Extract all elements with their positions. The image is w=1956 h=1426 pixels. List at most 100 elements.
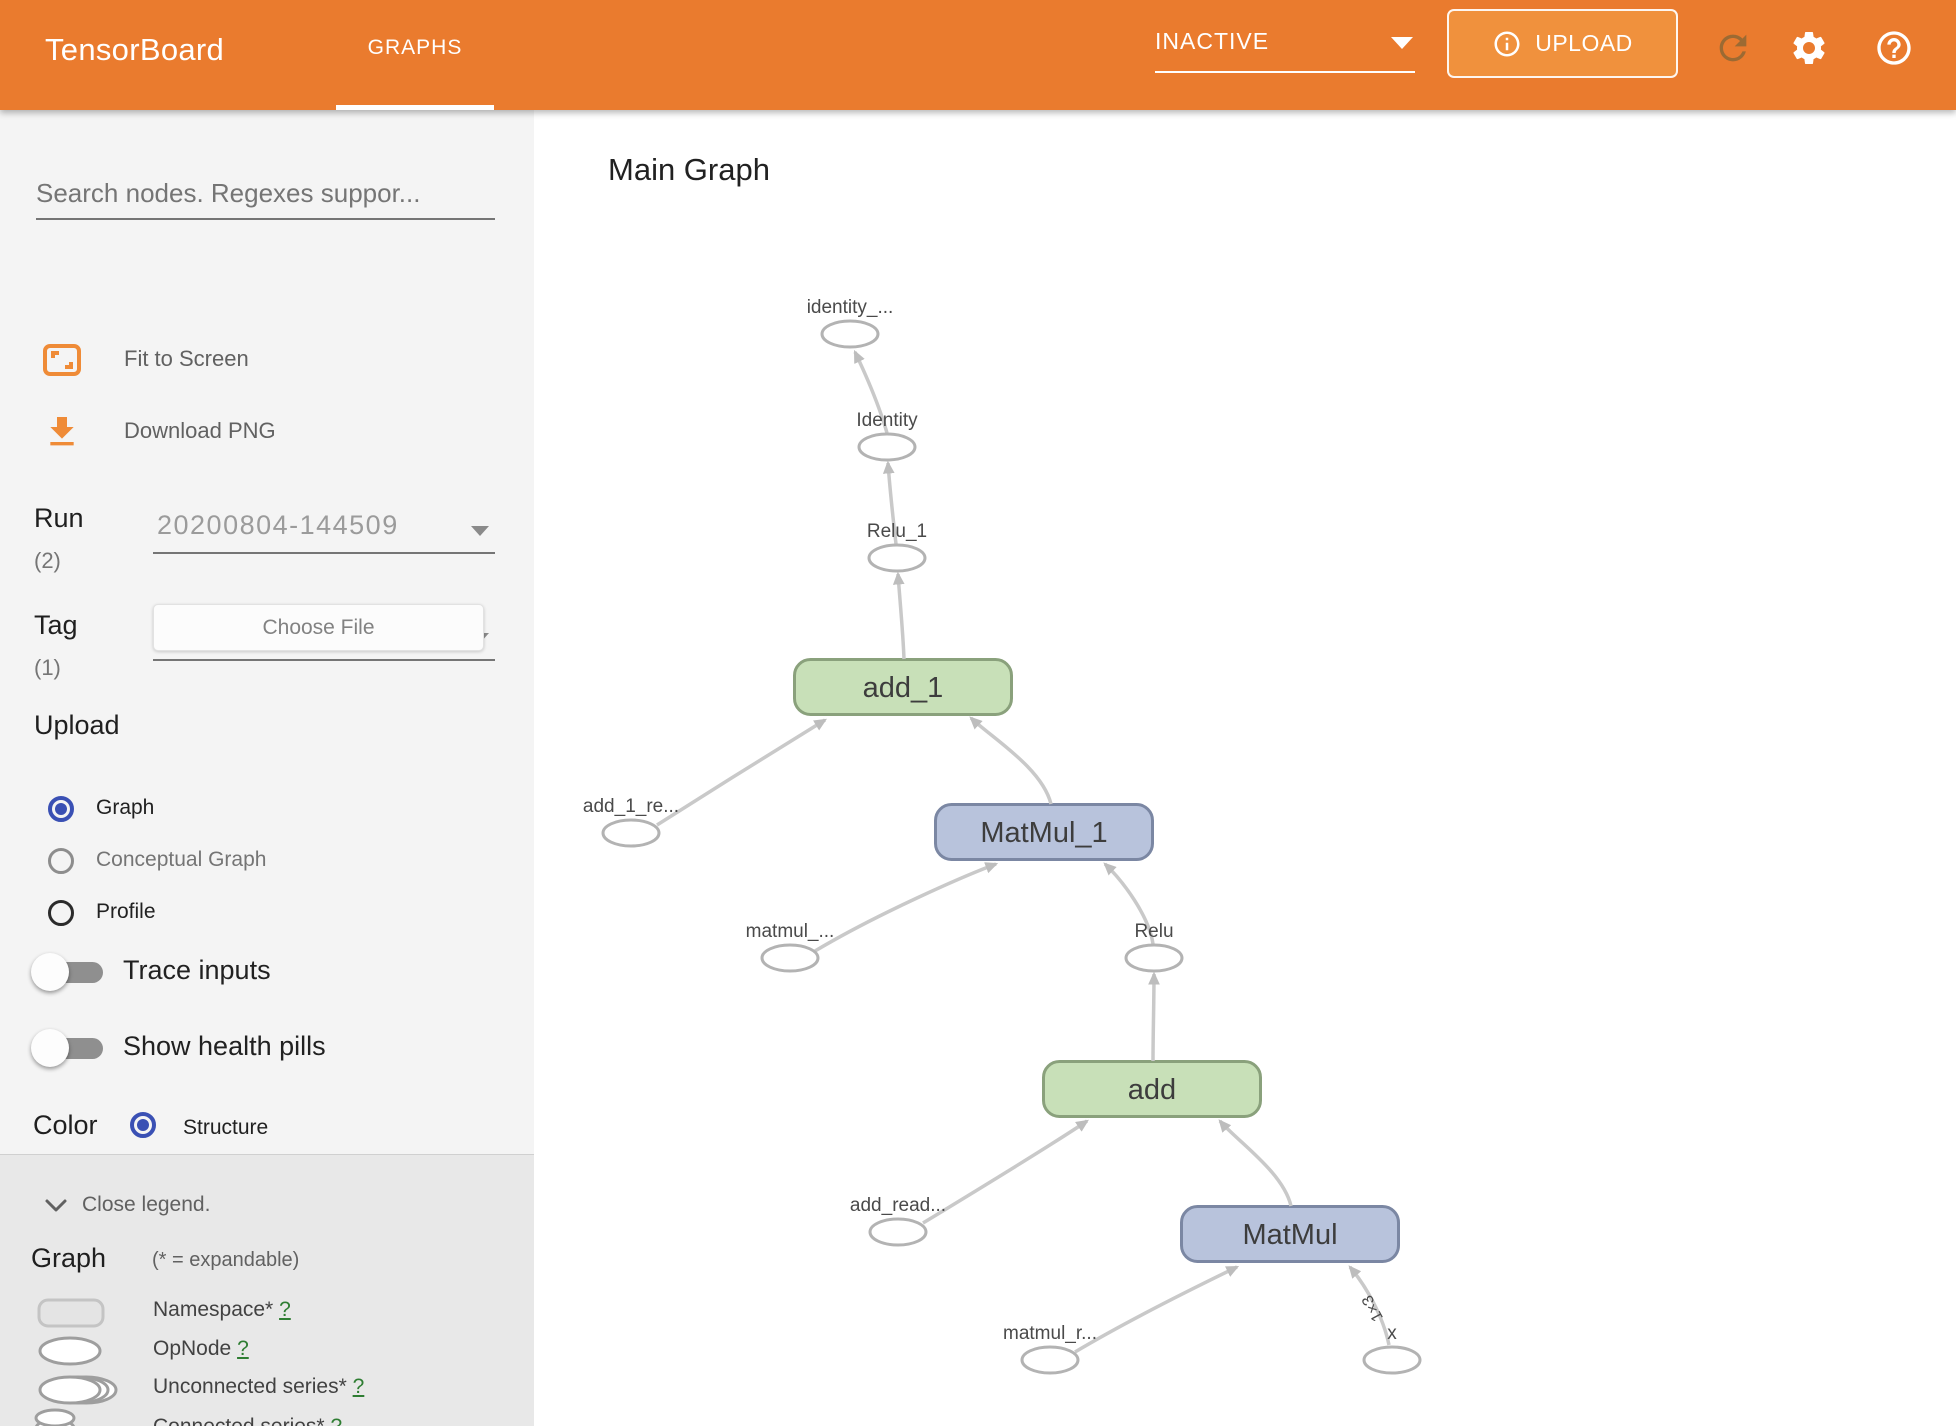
graph-node-matmul_r[interactable]: matmul_r... [1003,1323,1097,1375]
upload-button[interactable]: UPLOAD [1447,9,1678,78]
legend-help-link[interactable]: ? [330,1415,342,1426]
opnode-shape [1124,943,1184,973]
namespace-shape-icon [37,1298,105,1333]
connected-series-shape-icon [33,1407,79,1426]
opnode-shape [868,1217,928,1247]
download-icon [42,412,82,452]
page-title: Main Graph [608,152,770,187]
status-dropdown[interactable]: INACTIVE [1155,28,1415,73]
graph-node-add_1[interactable]: add_1 [793,658,1013,716]
graph-node-label: MatMul_1 [980,817,1107,849]
graph-node-label: MatMul [1242,1219,1337,1251]
choose-file-button[interactable]: Choose File [153,604,484,651]
refresh-icon[interactable] [1713,28,1753,68]
graph-node-label: Relu_1 [867,521,927,542]
namespace-node-shape [934,803,1154,861]
graph-node-Relu_1[interactable]: Relu_1 [867,521,927,573]
download-png-label: Download PNG [124,418,276,443]
run-select-value: 20200804-144509 [157,510,399,540]
graph-edge-x-to-MatMul [1348,1265,1391,1346]
run-select[interactable]: 20200804-144509 [153,508,495,554]
download-png-button[interactable]: Download PNG [0,410,534,454]
graph-node-label: add_1 [863,672,944,704]
help-icon[interactable] [1874,28,1914,68]
unconnected-series-shape-icon [37,1374,119,1411]
graph-node-MatMul_1[interactable]: MatMul_1 [934,803,1154,861]
graph-node-x[interactable]: x [1362,1323,1422,1375]
upload-label: Upload [34,710,120,740]
namespace-node-shape [793,658,1013,716]
view-radio-label: Graph [96,796,155,819]
legend-item-label: Namespace* [153,1298,274,1321]
graph-edge-MatMul-to-add [1218,1119,1293,1207]
opnode-shape [820,319,880,349]
radio-icon [48,848,74,874]
radio-icon [48,900,74,926]
edge-shape-label: 1×3 [1359,1292,1387,1324]
run-count: (2) [34,548,61,573]
view-radio-label: Profile [96,900,156,923]
graph-edge-add-to-Relu [1148,971,1160,1062]
graph-edge-add_read-to-add [922,1119,1089,1225]
tab-active-indicator [336,105,494,110]
caret-down-icon [1391,37,1413,49]
opnode-shape [601,818,661,848]
graph-edge-Relu_1-to-Identity [882,460,898,545]
color-label: Color [33,1110,98,1140]
fit-to-screen-label: Fit to Screen [124,346,249,371]
view-radio-graph[interactable]: Graph [0,794,534,828]
graph-node-label: x [1387,1323,1397,1344]
graph-edge-add_1-to-Relu_1 [892,571,906,660]
legend-help-link[interactable]: ? [352,1375,365,1398]
graph-edge-add_1_re-to-add_1 [656,718,827,827]
toggle-trace-inputs[interactable] [31,952,111,992]
graph-node-label: matmul_... [746,921,835,942]
graph-node-label: identity_... [807,297,894,318]
opnode-shape [1020,1345,1080,1375]
graph-edge-Relu-to-MatMul_1 [1103,862,1155,945]
graph-edge-matmul_-to-MatMul_1 [814,862,999,953]
legend-item-label: OpNode [153,1337,232,1360]
graph-node-add_1_re[interactable]: add_1_re... [583,796,679,848]
graph-node-label: matmul_r... [1003,1323,1097,1344]
close-legend-label: Close legend. [82,1193,211,1216]
graph-edge-MatMul_1-to-add_1 [969,716,1053,805]
fit-to-screen-button[interactable]: Fit to Screen [0,338,534,382]
view-radio-label: Conceptual Graph [96,848,267,871]
chevron-down-icon [45,1199,67,1212]
opnode-shape [1362,1345,1422,1375]
legend-help-link[interactable]: ? [237,1337,249,1360]
sidebar: Fit to Screen Download PNG Run (2) 20200… [0,110,534,1426]
info-icon [1494,31,1520,56]
toggle-show-health-pills[interactable] [31,1028,111,1068]
color-structure-radio[interactable] [130,1112,156,1138]
graph-node-add[interactable]: add [1042,1060,1262,1118]
legend-item-label: Connected series* [153,1415,325,1426]
status-dropdown-value: INACTIVE [1155,28,1270,54]
legend-item-label: Unconnected series* [153,1375,347,1398]
app-header: TensorBoard GRAPHS INACTIVE UPLOAD [0,0,1956,110]
graph-node-add_read[interactable]: add_read... [850,1195,946,1247]
tag-label: Tag [34,610,78,640]
run-label: Run [34,503,84,533]
view-radio-conceptual-graph[interactable]: Conceptual Graph [0,846,534,880]
search-input[interactable] [36,168,495,220]
graph-node-label: Relu [1134,921,1173,942]
view-radio-profile[interactable]: Profile [0,898,534,932]
legend-help-link[interactable]: ? [279,1298,291,1321]
graph-node-matmul_[interactable]: matmul_... [746,921,835,973]
toggle-row-trace-inputs: Trace inputs [0,950,534,994]
upload-button-label: UPLOAD [1535,30,1633,56]
tab-graphs[interactable]: GRAPHS [336,0,494,110]
graph-node-Relu[interactable]: Relu [1124,921,1184,973]
graph-node-Identity[interactable]: Identity [856,410,918,462]
caret-down-icon [471,526,489,536]
graph-node-identity_out[interactable]: identity_... [807,297,894,349]
namespace-node-shape [1180,1205,1400,1263]
graph-node-label: add [1128,1074,1176,1106]
graph-node-MatMul[interactable]: MatMul [1180,1205,1400,1263]
settings-gear-icon[interactable] [1789,28,1829,68]
